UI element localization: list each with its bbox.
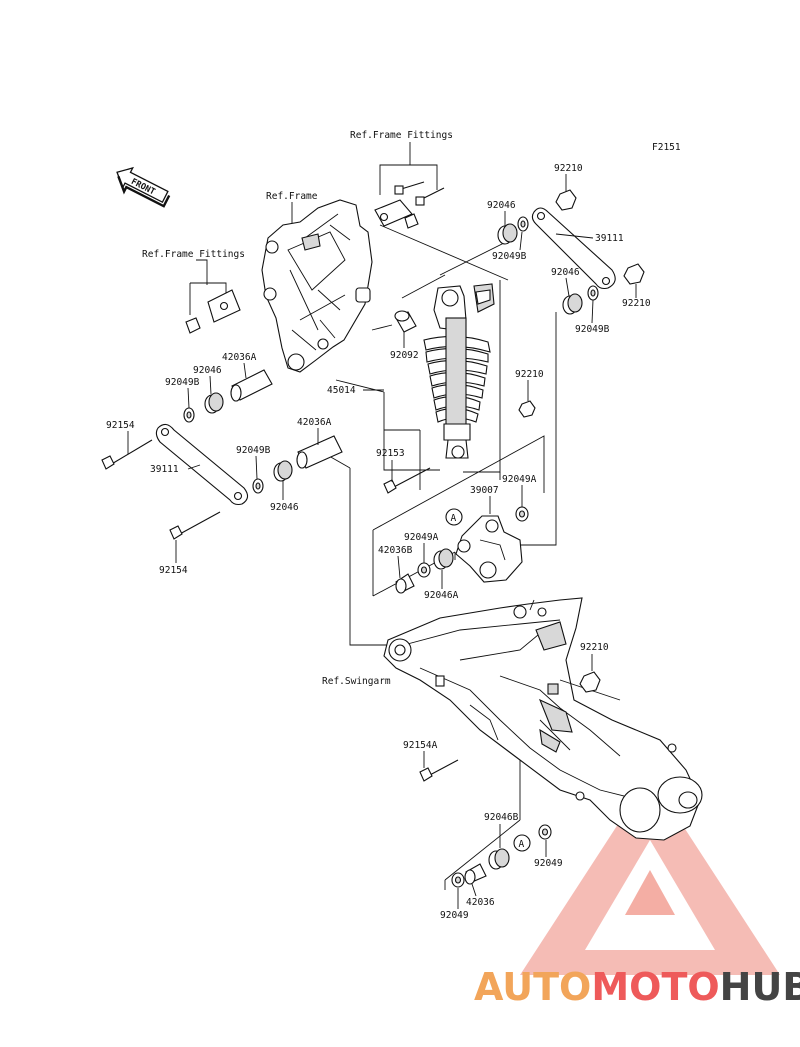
label-leaders [127, 174, 637, 909]
label-42036b: 42036B [378, 545, 413, 556]
frame-bracket [261, 199, 373, 373]
label-39111-right: 39111 [595, 233, 624, 244]
bolt-92154a [419, 759, 459, 782]
label-92210-low: 92210 [580, 642, 609, 653]
bolt-92154-a [101, 439, 153, 470]
sleeve-42036 [464, 863, 487, 885]
washer-92049b-c [183, 407, 195, 423]
ref-swingarm: Ref.Swingarm [322, 676, 391, 687]
label-45014: 45014 [327, 385, 356, 396]
label-39111-left: 39111 [150, 464, 179, 475]
svg-text:A: A [519, 839, 525, 850]
tie-rod-39111-right [531, 207, 616, 290]
watermark-triangle-inner [625, 870, 675, 915]
label-42036a-a: 42036A [222, 352, 257, 363]
nut-92210-low [579, 671, 601, 693]
frame-fitting-left [185, 289, 241, 334]
washer-92049a-a [515, 506, 529, 522]
label-92210-top: 92210 [554, 163, 583, 174]
label-92049a-a: 92049A [502, 474, 537, 485]
label-92154-b: 92154 [159, 565, 188, 576]
sleeve-42036a-a [230, 369, 273, 402]
label-92154a: 92154A [403, 740, 438, 751]
bushing-92046-c [204, 392, 224, 414]
label-92049b-b: 92049B [575, 324, 610, 335]
label-92046-d: 92046 [270, 502, 299, 513]
label-92154-a: 92154 [106, 420, 135, 431]
label-92046-c: 92046 [193, 365, 222, 376]
label-92046-b: 92046 [551, 267, 580, 278]
sleeve-42036b [395, 573, 415, 594]
bushing-92046a [433, 548, 454, 570]
washer-92049b-b [587, 285, 599, 301]
washer-92049-b [451, 872, 465, 888]
label-92210-right: 92210 [622, 298, 651, 309]
part-number-labels: 92210 92046 39111 92049B 92046 92210 920… [106, 163, 651, 921]
ref-frame-fittings-left: Ref.Frame Fittings [142, 249, 245, 260]
svg-text:A: A [451, 513, 457, 524]
bolt-92153 [383, 467, 431, 494]
sleeve-42036a-b [296, 435, 343, 469]
label-92046b: 92046B [484, 812, 519, 823]
bushing-92046-d [273, 460, 293, 482]
swingarm [383, 597, 703, 841]
label-42036a-b: 42036A [297, 417, 332, 428]
figure-id: F2151 [652, 142, 681, 153]
label-92049b-a: 92049B [492, 251, 527, 262]
watermark-text: AUTOMOTOHUB [474, 965, 800, 1009]
label-92049a-b: 92049A [404, 532, 439, 543]
label-92046-a: 92046 [487, 200, 516, 211]
bushing-92046-b [562, 293, 583, 315]
nut-92210-right [623, 263, 645, 285]
callout-a-upper: A [445, 508, 463, 526]
watermark: AUTOMOTOHUB [474, 775, 800, 1009]
washer-92049b-d [252, 478, 264, 494]
collar-92092 [394, 310, 417, 333]
washer-92049a-b [417, 562, 431, 578]
nut-92210-mid [518, 400, 536, 418]
label-92092: 92092 [390, 350, 419, 361]
washer-92049b-a [517, 216, 529, 232]
rear-shock-absorber [423, 283, 495, 459]
nut-92210-top [555, 189, 577, 211]
front-arrow-icon: FRONT [116, 166, 171, 208]
label-92049-a: 92049 [534, 858, 563, 869]
bushing-92046-a [497, 223, 518, 245]
label-92210-mid: 92210 [515, 369, 544, 380]
washer-92049-a [538, 824, 552, 840]
frame-fitting-bolts-top [374, 181, 445, 229]
leader-lines [189, 142, 576, 890]
label-92049b-d: 92049B [236, 445, 271, 456]
label-92049b-c: 92049B [165, 377, 200, 388]
label-92153: 92153 [376, 448, 405, 459]
label-92046a: 92046A [424, 590, 459, 601]
label-42036: 42036 [466, 897, 495, 908]
bolt-92154-b [169, 511, 221, 540]
ref-frame-fittings-top: Ref.Frame Fittings [350, 130, 453, 141]
tie-rod-39111-left [155, 423, 249, 506]
ref-frame: Ref.Frame [266, 191, 318, 202]
bushing-92046b [488, 848, 510, 870]
callout-a-lower: A [513, 834, 531, 852]
rocker-arm-39007 [455, 515, 523, 583]
label-39007: 39007 [470, 485, 499, 496]
label-92049-b: 92049 [440, 910, 469, 921]
watermark-triangle [520, 775, 780, 975]
